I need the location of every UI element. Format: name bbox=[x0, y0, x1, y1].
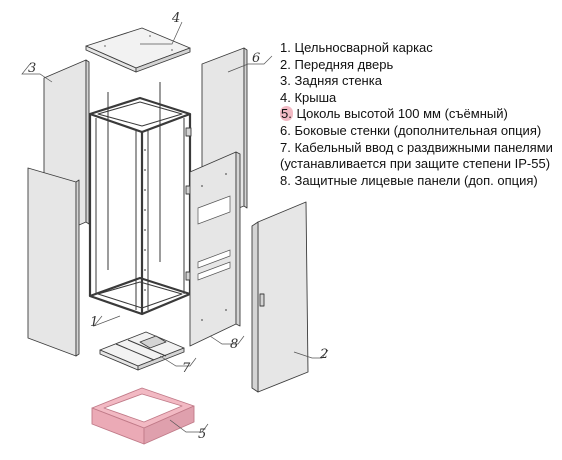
legend-item-text: Цельносварной каркас bbox=[294, 40, 433, 55]
legend-item-number: 2. bbox=[280, 56, 291, 72]
legend-item: 4. Крыша bbox=[280, 90, 553, 107]
legend-item-number: 4. bbox=[280, 89, 291, 105]
legend-item-number: 6. bbox=[280, 122, 291, 138]
legend-item: 3. Задняя стенка bbox=[280, 73, 553, 90]
callout-6: 6 bbox=[252, 51, 260, 66]
callout-4: 4 bbox=[171, 11, 180, 26]
leader-lines bbox=[21, 21, 329, 433]
legend-item-text: Защитные лицевые панели (доп. опция) bbox=[294, 172, 538, 188]
rear-wall-lower-part bbox=[27, 167, 80, 357]
legend-item-number: 1. bbox=[280, 40, 291, 55]
callout-3: 3 bbox=[28, 61, 36, 76]
legend-item: 7. Кабельный ввод с раздвижными панелями bbox=[280, 140, 553, 157]
legend-item-number: 7. bbox=[280, 139, 291, 155]
callout-7: 7 bbox=[182, 361, 191, 376]
legend-item-text: Передняя дверь bbox=[294, 56, 394, 72]
legend-item-number-highlighted: 5. bbox=[280, 106, 293, 122]
callout-8: 8 bbox=[230, 337, 238, 352]
legend-item-text: Крыша bbox=[294, 89, 337, 105]
legend-item-text: Цоколь высотой 100 мм (съёмный) bbox=[296, 106, 508, 122]
legend-item-text: Боковые стенки (дополнительная опция) bbox=[294, 122, 542, 138]
legend-item-number: 8. bbox=[280, 172, 291, 188]
welded-frame-part bbox=[88, 82, 192, 316]
front-door-part bbox=[251, 201, 309, 393]
parts-legend: 1. Цельносварной каркас 2. Передняя двер… bbox=[280, 40, 553, 189]
legend-item: 6. Боковые стенки (дополнительная опция) bbox=[280, 123, 553, 140]
legend-item-number: 3. bbox=[280, 73, 291, 89]
legend-item-text: (устанавливается при защите степени IP-5… bbox=[280, 156, 551, 172]
legend-item: 1. Цельносварной каркас bbox=[280, 40, 553, 57]
callout-5: 5 bbox=[198, 427, 206, 442]
roof-part bbox=[85, 27, 191, 73]
callout-1: 1 bbox=[90, 315, 98, 330]
legend-item: 2. Передняя дверь bbox=[280, 57, 553, 74]
cable-entry-part bbox=[99, 331, 185, 371]
plinth-part bbox=[91, 387, 195, 445]
front-panel-part bbox=[189, 151, 241, 347]
legend-item: 8. Защитные лицевые панели (доп. опция) bbox=[280, 173, 553, 190]
callout-2: 2 bbox=[319, 347, 328, 362]
legend-item: 5. Цоколь высотой 100 мм (съёмный) bbox=[280, 106, 553, 123]
callout-numbers: 1 2 3 4 5 6 7 8 bbox=[28, 11, 328, 442]
legend-item-text: Задняя стенка bbox=[294, 73, 382, 89]
legend-item-continuation: (устанавливается при защите степени IP-5… bbox=[280, 156, 553, 173]
legend-item-text: Кабельный ввод с раздвижными панелями bbox=[294, 139, 553, 155]
frame-perforation bbox=[144, 149, 146, 291]
